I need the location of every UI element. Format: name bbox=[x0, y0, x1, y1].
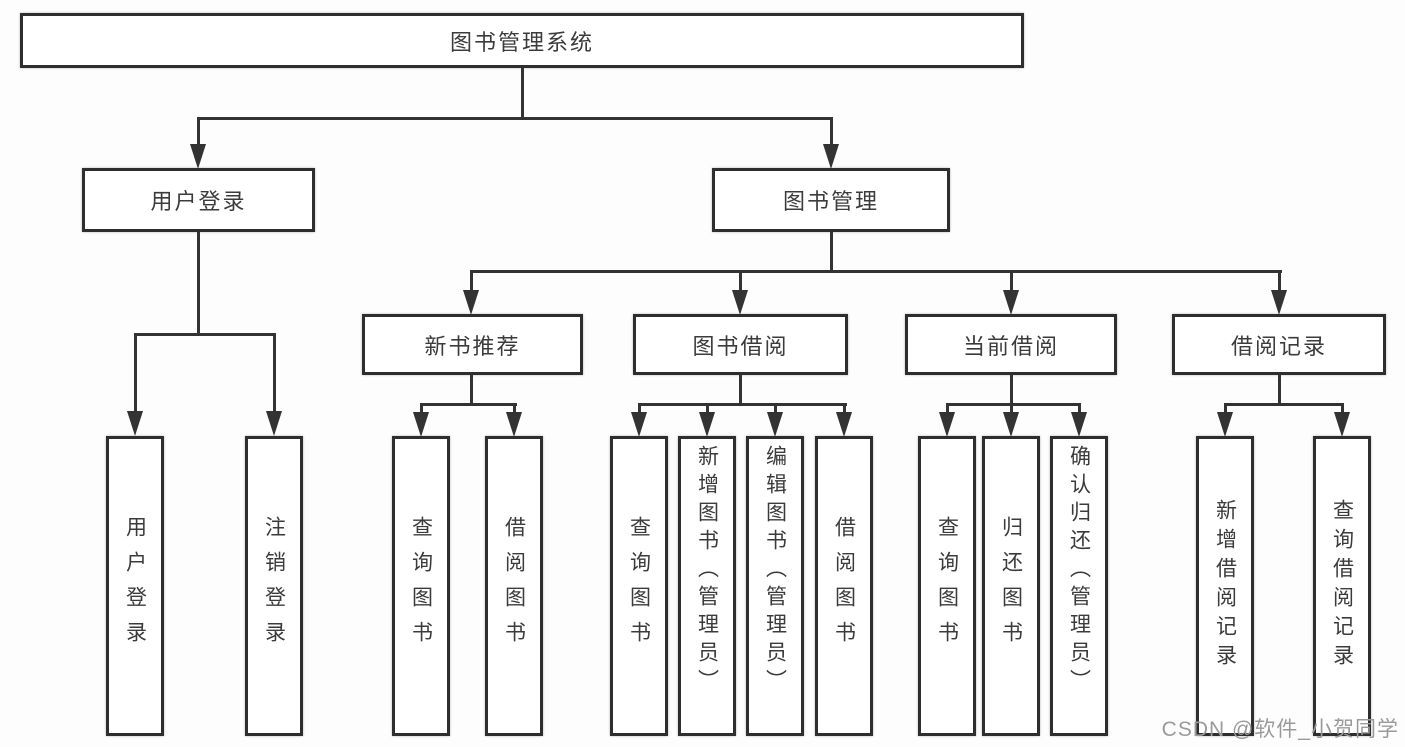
node-book-borrowing: 图书借阅 bbox=[633, 314, 848, 375]
connector-line bbox=[420, 403, 517, 406]
connector-line bbox=[197, 117, 200, 145]
leaf-label: 借阅图书 bbox=[832, 516, 856, 656]
arrow-down-icon bbox=[631, 412, 647, 437]
leaf-logout: 注销登录 bbox=[245, 436, 303, 736]
leaf-edit-books-admin: 编辑图书（管理员） bbox=[746, 436, 804, 736]
arrow-down-icon bbox=[266, 411, 282, 436]
connector-line bbox=[273, 333, 276, 413]
node-label: 借阅记录 bbox=[1230, 333, 1327, 359]
connector-line bbox=[638, 403, 847, 406]
connector-line bbox=[739, 375, 742, 406]
connector-line bbox=[1278, 375, 1281, 406]
node-label: 图书借阅 bbox=[692, 333, 789, 359]
connector-line bbox=[197, 117, 833, 120]
arrow-down-icon bbox=[127, 411, 143, 436]
arrow-down-icon bbox=[1217, 412, 1233, 437]
node-user-login: 用户登录 bbox=[82, 168, 315, 232]
leaf-label: 注销登录 bbox=[262, 516, 286, 656]
node-new-book-recommendation: 新书推荐 bbox=[362, 314, 583, 375]
connector-line bbox=[1010, 270, 1013, 292]
leaf-label: 借阅图书 bbox=[502, 516, 526, 656]
connector-line bbox=[470, 270, 473, 292]
leaf-label: 查询图书 bbox=[409, 516, 433, 656]
connector-line bbox=[830, 117, 833, 145]
node-current-borrowing: 当前借阅 bbox=[905, 314, 1117, 375]
connector-line bbox=[1224, 403, 1344, 406]
connector-line bbox=[706, 403, 709, 414]
arrow-down-icon bbox=[823, 144, 839, 169]
arrow-down-icon bbox=[413, 412, 429, 437]
leaf-add-borrow-record: 新增借阅记录 bbox=[1196, 436, 1254, 736]
arrow-down-icon bbox=[1334, 412, 1350, 437]
leaf-query-books-2: 查询图书 bbox=[610, 436, 668, 736]
arrow-down-icon bbox=[506, 412, 522, 437]
connector-line bbox=[739, 270, 742, 292]
connector-line bbox=[1010, 403, 1013, 414]
leaf-query-borrow-record: 查询借阅记录 bbox=[1313, 436, 1371, 736]
connector-line bbox=[1341, 403, 1344, 414]
leaf-borrow-books-2: 借阅图书 bbox=[815, 436, 873, 736]
leaf-query-books-3: 查询图书 bbox=[918, 436, 976, 736]
connector-line bbox=[420, 403, 423, 414]
connector-line bbox=[843, 403, 846, 414]
leaf-label: 编辑图书（管理员） bbox=[763, 445, 787, 697]
leaf-confirm-return-admin: 确认归还（管理员） bbox=[1050, 436, 1108, 736]
node-label: 图书管理系统 bbox=[449, 29, 594, 55]
connector-line bbox=[1278, 270, 1281, 292]
arrow-down-icon bbox=[699, 412, 715, 437]
connector-line bbox=[134, 333, 137, 413]
connector-line bbox=[638, 403, 641, 414]
arrow-down-icon bbox=[463, 290, 479, 315]
arrow-down-icon bbox=[1071, 412, 1087, 437]
node-library-management-system: 图书管理系统 bbox=[20, 13, 1024, 68]
connector-line bbox=[1010, 375, 1013, 406]
connector-line bbox=[521, 68, 524, 119]
leaf-label: 确认归还（管理员） bbox=[1067, 445, 1091, 697]
arrow-down-icon bbox=[836, 412, 852, 437]
connector-line bbox=[134, 333, 276, 336]
connector-line bbox=[946, 403, 949, 414]
leaf-label: 归还图书 bbox=[999, 516, 1023, 656]
csdn-watermark: CSDN @软件_小贺同学 bbox=[1161, 718, 1399, 741]
leaf-return-books: 归还图书 bbox=[982, 436, 1040, 736]
arrow-down-icon bbox=[190, 144, 206, 169]
connector-line bbox=[774, 403, 777, 414]
arrow-down-icon bbox=[1003, 412, 1019, 437]
node-label: 图书管理 bbox=[782, 189, 879, 214]
leaf-label: 查询图书 bbox=[627, 516, 651, 656]
leaf-label: 查询图书 bbox=[935, 516, 959, 656]
arrow-down-icon bbox=[939, 412, 955, 437]
leaf-borrow-books-1: 借阅图书 bbox=[485, 436, 543, 736]
node-book-management: 图书管理 bbox=[712, 168, 950, 232]
leaf-add-books-admin: 新增图书（管理员） bbox=[678, 436, 736, 736]
connector-line bbox=[470, 270, 1282, 273]
leaf-label: 查询借阅记录 bbox=[1330, 499, 1354, 673]
node-borrowing-records: 借阅记录 bbox=[1172, 314, 1386, 375]
connector-line bbox=[513, 403, 516, 414]
leaf-label: 用户登录 bbox=[123, 516, 147, 656]
connector-line bbox=[830, 232, 833, 273]
connector-line bbox=[1224, 403, 1227, 414]
node-label: 当前借阅 bbox=[962, 333, 1059, 359]
arrow-down-icon bbox=[767, 412, 783, 437]
node-label: 用户登录 bbox=[150, 189, 247, 214]
connector-line bbox=[470, 375, 473, 406]
leaf-label: 新增图书（管理员） bbox=[695, 445, 719, 697]
leaf-user-login: 用户登录 bbox=[106, 436, 164, 736]
arrow-down-icon bbox=[1003, 290, 1019, 315]
connector-line bbox=[946, 403, 1081, 406]
leaf-query-books-1: 查询图书 bbox=[392, 436, 450, 736]
arrow-down-icon bbox=[732, 290, 748, 315]
node-label: 新书推荐 bbox=[424, 333, 521, 359]
leaf-label: 新增借阅记录 bbox=[1213, 499, 1237, 673]
connector-line bbox=[1078, 403, 1081, 414]
connector-line bbox=[197, 232, 200, 336]
arrow-down-icon bbox=[1271, 290, 1287, 315]
